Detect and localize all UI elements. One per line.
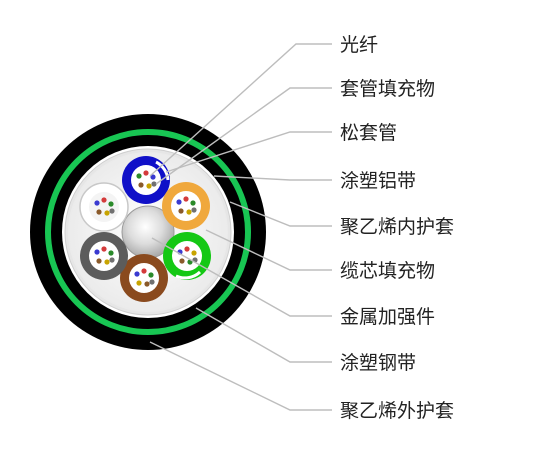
leader-aluminum-tape (213, 175, 332, 181)
loose-tube-white (79, 182, 129, 232)
label-coated-aluminum-tape: 涂塑铝带 (340, 170, 416, 192)
label-tube-filling-compound: 套管填充物 (340, 78, 435, 100)
loose-tube-blue (122, 156, 170, 204)
label-core-filler: 缆芯填充物 (340, 260, 435, 282)
leader-core-filler (205, 229, 332, 271)
label-metal-strength-member: 金属加强件 (340, 306, 435, 328)
loose-tube-brown (120, 254, 168, 302)
loose-tube-green (163, 232, 211, 280)
leader-inner-sheath (229, 201, 332, 227)
leader-loose-tube (165, 131, 332, 173)
label-pe-outer-sheath: 聚乙烯外护套 (340, 400, 454, 422)
leader-fiber (149, 43, 332, 177)
leader-steel-tape (195, 307, 332, 363)
label-pe-inner-sheath: 聚乙烯内护套 (340, 216, 454, 238)
label-optical-fiber: 光纤 (340, 34, 378, 56)
green-ring (45, 129, 251, 335)
label-loose-tube: 松套管 (340, 122, 397, 144)
loose-tube-grey (80, 232, 128, 280)
leader-lines (149, 43, 332, 411)
loose-tube-orange (162, 182, 210, 230)
leader-strength-member (151, 237, 332, 317)
leader-outer-sheath (149, 341, 332, 411)
leader-tube-filler (155, 87, 332, 185)
labels: 光纤 套管填充物 松套管 涂塑铝带 聚乙烯内护套 缆芯填充物 金属加强件 涂塑钢… (340, 34, 454, 422)
label-coated-steel-tape: 涂塑钢带 (340, 352, 416, 374)
